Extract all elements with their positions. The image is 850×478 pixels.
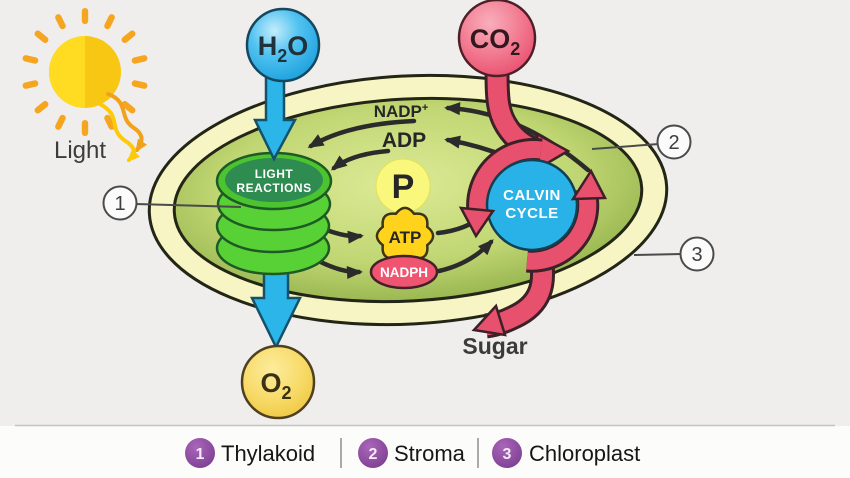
nadph-badge — [369, 254, 439, 290]
co2-label: CO2 — [470, 24, 521, 59]
sugar-arrowhead — [471, 303, 507, 337]
light-reactions-label-line2: REACTIONS — [236, 181, 311, 195]
legend-badge-3-number: 3 — [503, 446, 512, 463]
light-reactions-disc — [225, 158, 323, 202]
calvin-flow: CALVIN CYCLE — [458, 61, 608, 339]
h2o-label: H2O — [258, 31, 309, 66]
legend-badge-1-number: 1 — [196, 446, 205, 463]
legend-label-stroma: Stroma — [394, 441, 466, 466]
callout-2: 2 — [591, 124, 692, 160]
o2-label: O2 — [260, 368, 291, 403]
legend-badge-1 — [185, 438, 215, 468]
calvin-cycle-circle — [485, 158, 579, 252]
legend-item-chloroplast: 3 Chloroplast — [492, 438, 640, 468]
nadp-label-plus: + — [422, 102, 428, 114]
sunbeam-arrow-2 — [98, 102, 140, 163]
legend-badge-2 — [358, 438, 388, 468]
legend-item-stroma: 2 Stroma — [358, 438, 466, 468]
o2-molecule: O2 — [240, 344, 316, 420]
calvin-ring-left — [469, 141, 543, 213]
legend-strip — [0, 426, 850, 478]
co2-label-co: CO — [470, 24, 511, 54]
h2o-label-h: H — [258, 31, 278, 61]
calvin-ring-right — [526, 194, 597, 270]
o2-label-sub: 2 — [282, 383, 292, 403]
h2o-label-o: O — [287, 31, 308, 61]
sugar-label: Sugar — [462, 333, 527, 359]
nadp-label-main: NADP — [374, 102, 422, 121]
legend-label-chloroplast: Chloroplast — [529, 441, 640, 466]
legend-label-thylakoid: Thylakoid — [221, 441, 315, 466]
legend-badge-2-number: 2 — [369, 446, 378, 463]
sunbeam-arrow-1 — [106, 92, 148, 153]
calvin-ring-arrowhead-left — [458, 206, 496, 239]
callout-1: 1 — [102, 185, 242, 221]
sun-icon — [22, 8, 148, 163]
legend-badge-3 — [492, 438, 522, 468]
co2-label-sub: 2 — [510, 39, 520, 59]
h2o-label-sub: 2 — [277, 46, 287, 66]
calvin-cycle-label-line2: CYCLE — [505, 205, 558, 222]
nadp-label: NADP+ — [374, 102, 429, 121]
callout-1-number: 1 — [114, 193, 125, 215]
callout-3: 3 — [633, 236, 715, 272]
light-label: Light — [54, 137, 106, 164]
calvin-ring-arrowhead-right — [570, 168, 608, 201]
legend: 1 Thylakoid 2 Stroma 3 Chloroplast — [185, 438, 640, 468]
co2-molecule: CO2 — [457, 0, 537, 78]
thylakoid-stack: LIGHT REACTIONS — [215, 151, 333, 276]
calvin-cycle-label-line1: CALVIN — [503, 187, 561, 204]
water-arrow — [253, 74, 298, 162]
atp-label: ATP — [389, 228, 422, 247]
nadp-to-light-arrow — [307, 118, 417, 149]
legend-item-thylakoid: 1 Thylakoid — [185, 438, 315, 468]
o2-label-o: O — [260, 368, 281, 398]
adp-to-light-arrow — [330, 148, 391, 171]
phosphate-label: P — [392, 168, 415, 206]
h2o-molecule: H2O — [245, 7, 321, 83]
callout-3-number: 3 — [691, 244, 702, 266]
nadph-label: NADPH — [380, 265, 428, 280]
nadph-to-calvin-arrow — [436, 239, 494, 274]
callout-2-number: 2 — [668, 132, 679, 154]
light-reactions-label-line1: LIGHT — [255, 167, 294, 181]
adp-label: ADP — [382, 129, 426, 152]
